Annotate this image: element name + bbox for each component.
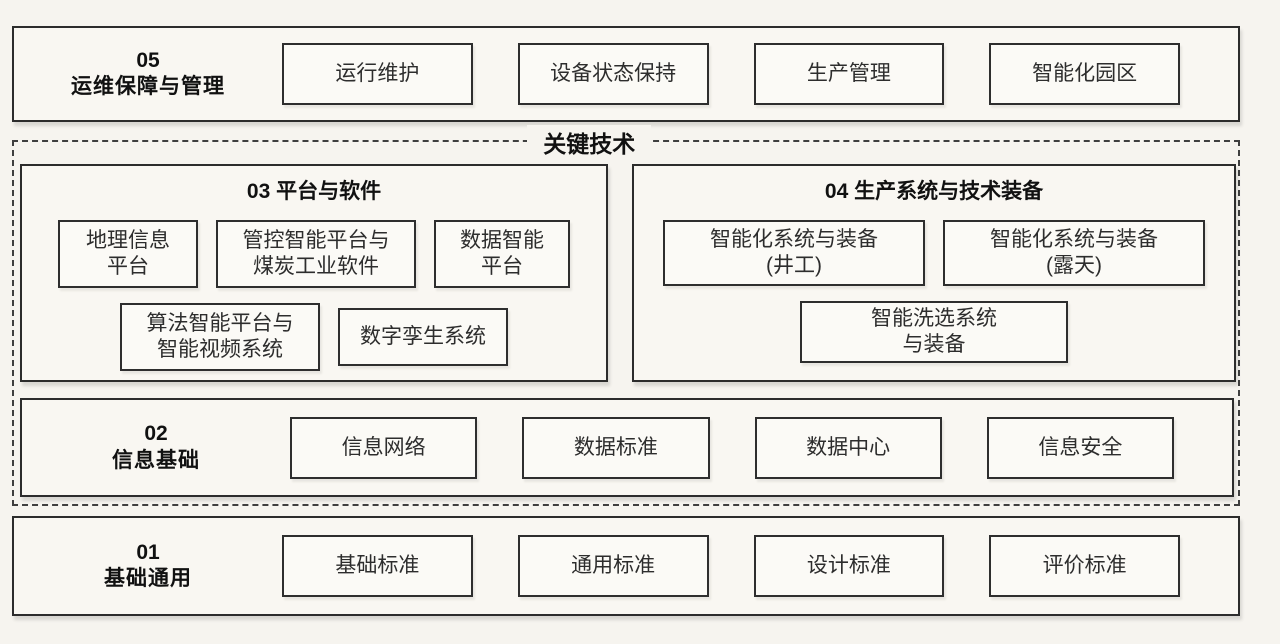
box-basic-standard: 基础标准 [282,535,473,597]
layer-general-base-items: 基础标准 通用标准 设计标准 评价标准 [282,535,1180,597]
layer-ops-label: 05 运维保障与管理 [14,48,282,101]
box-intelligent-washing-systems-equipment: 智能洗选系统 与装备 [800,301,1068,363]
production-systems-row-1: 智能化系统与装备 (井工) 智能化系统与装备 (露天) [634,220,1234,286]
layer-ops-items: 运行维护 设备状态保持 生产管理 智能化园区 [282,43,1180,105]
box-general-standard: 通用标准 [517,535,709,597]
box-production-management: 生产管理 [753,43,945,105]
box-info-security: 信息安全 [986,416,1174,479]
box-equipment-status-keeping: 设备状态保持 [517,43,709,105]
layer-info-base-name: 信息基础 [112,448,200,472]
production-systems-row-2: 智能洗选系统 与装备 [634,301,1234,363]
layer-ops: 05 运维保障与管理 运行维护 设备状态保持 生产管理 智能化园区 [12,26,1240,122]
key-technology-group: 关键技术 03 平台与软件 地理信息 平台 管控智能平台与 煤炭工业软件 数据智… [12,125,1240,506]
box-intelligent-park: 智能化园区 [989,43,1180,105]
panel-platform-software: 03 平台与软件 地理信息 平台 管控智能平台与 煤炭工业软件 数据智能 平台 … [20,164,608,382]
box-design-standard: 设计标准 [753,535,945,597]
box-algorithm-platform-video-system: 算法智能平台与 智能视频系统 [120,303,320,371]
box-operation-maintenance: 运行维护 [282,43,473,105]
box-intelligent-systems-equipment-underground: 智能化系统与装备 (井工) [663,220,925,286]
layer-info-base: 02 信息基础 信息网络 数据标准 数据中心 信息安全 [20,398,1234,497]
layer-ops-code: 05 [136,48,160,72]
panel-production-systems-equipment: 04 生产系统与技术装备 智能化系统与装备 (井工) 智能化系统与装备 (露天)… [632,164,1236,382]
platform-software-row-1: 地理信息 平台 管控智能平台与 煤炭工业软件 数据智能 平台 [22,220,606,288]
layer-info-base-code: 02 [144,422,168,446]
box-geographic-info-platform: 地理信息 平台 [58,220,198,288]
layer-info-base-label: 02 信息基础 [22,421,290,474]
layer-general-base-label: 01 基础通用 [14,540,282,593]
layer-general-base-code: 01 [136,540,160,564]
box-control-intelligent-platform-coal-software: 管控智能平台与 煤炭工业软件 [216,220,416,288]
box-intelligent-systems-equipment-open-pit: 智能化系统与装备 (露天) [943,220,1205,286]
box-evaluation-standard: 评价标准 [989,535,1180,597]
layer-info-base-items: 信息网络 数据标准 数据中心 信息安全 [290,416,1174,479]
platform-software-row-2: 算法智能平台与 智能视频系统 数字孪生系统 [22,303,606,371]
key-technology-label: 关键技术 [527,125,652,159]
layer-general-base: 01 基础通用 基础标准 通用标准 设计标准 评价标准 [12,516,1240,616]
box-data-center: 数据中心 [754,416,942,479]
layer-ops-name: 运维保障与管理 [71,75,225,98]
panel-platform-software-title: 03 平台与软件 [246,180,382,203]
layer-general-base-name: 基础通用 [104,567,192,590]
key-technology-columns: 03 平台与软件 地理信息 平台 管控智能平台与 煤炭工业软件 数据智能 平台 … [20,164,1236,382]
box-info-network: 信息网络 [290,416,478,479]
box-digital-twin-system: 数字孪生系统 [338,308,508,366]
box-data-standard: 数据标准 [522,416,710,479]
box-data-intelligent-platform: 数据智能 平台 [434,220,570,288]
panel-production-systems-title: 04 生产系统与技术装备 [824,180,1044,203]
